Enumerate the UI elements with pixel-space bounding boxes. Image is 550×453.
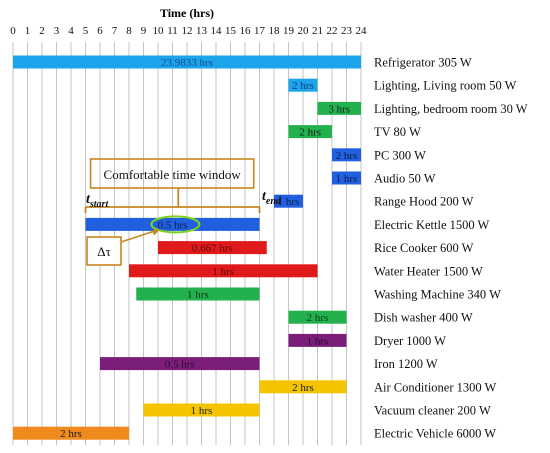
bar <box>288 125 332 139</box>
bar-label: 2 hrs <box>60 428 82 440</box>
x-tick-label: 17 <box>254 25 266 37</box>
bar-label: 1 hrs <box>336 173 358 185</box>
x-tick-label: 2 <box>39 25 45 37</box>
x-tick-label: 3 <box>54 25 60 37</box>
delta-tau-label: Δτ <box>97 244 111 259</box>
bar-label: 1 hrs <box>278 196 300 208</box>
device-label: Lighting, Living room 50 W <box>374 79 517 93</box>
bar <box>332 148 361 162</box>
device-label: Air Conditioner 1300 W <box>374 380 497 394</box>
device-label: Dish washer 400 W <box>374 311 473 325</box>
bar <box>136 287 260 301</box>
device-label: Iron 1200 W <box>374 357 438 371</box>
comfort-window-label: Comfortable time window <box>104 167 242 182</box>
x-tick-label: 11 <box>167 25 178 37</box>
x-tick-label: 4 <box>68 25 74 37</box>
bar <box>129 264 318 278</box>
x-tick-label: 14 <box>211 25 223 37</box>
device-label: Vacuum cleaner 200 W <box>374 404 491 418</box>
x-tick-label: 6 <box>97 25 103 37</box>
bar <box>332 171 361 185</box>
bar-label: 1 hrs <box>212 266 234 278</box>
duration-highlight <box>150 215 201 234</box>
x-tick-label: 8 <box>126 25 132 37</box>
bar <box>288 310 347 324</box>
t-end-label: tend <box>262 189 282 207</box>
bar <box>259 380 347 394</box>
x-tick-label: 20 <box>298 25 310 37</box>
x-tick-label: 23 <box>341 25 353 37</box>
bar <box>100 357 260 371</box>
bar-label: 2 hrs <box>292 80 314 92</box>
x-tick-label: 0 <box>10 25 16 37</box>
device-label: Audio 50 W <box>374 172 436 186</box>
bar-label: 2 hrs <box>292 382 314 394</box>
delta-tau-box <box>86 236 122 266</box>
bar <box>288 333 347 347</box>
bar <box>317 101 361 115</box>
bar-label: 2 hrs <box>299 127 321 139</box>
bar-label: 1 hrs <box>307 335 329 347</box>
bar-label: 1 hrs <box>191 405 213 417</box>
device-label: Water Heater 1500 W <box>374 264 483 278</box>
chart-title: Time (hrs) <box>160 6 214 20</box>
x-tick-label: 15 <box>225 25 237 37</box>
x-tick-label: 24 <box>356 25 368 37</box>
device-label: Electric Vehicle 6000 W <box>374 427 496 441</box>
bar-label: 2 hrs <box>336 150 358 162</box>
device-label: Dryer 1000 W <box>374 334 446 348</box>
device-label: Range Hood 200 W <box>374 195 474 209</box>
x-tick-label: 1 <box>25 25 31 37</box>
bar-label: 0.5 hrs <box>158 219 188 231</box>
x-tick-label: 7 <box>112 25 118 37</box>
bar <box>13 426 129 440</box>
device-label: Rice Cooker 600 W <box>374 241 474 255</box>
bar <box>143 403 260 417</box>
bar <box>13 55 361 69</box>
bar <box>158 241 267 255</box>
comfort-window-box <box>89 158 255 189</box>
x-tick-label: 10 <box>153 25 165 37</box>
device-label: Washing Machine 340 W <box>374 288 501 302</box>
x-tick-label: 18 <box>269 25 281 37</box>
bar-label: 1 hrs <box>187 289 209 301</box>
t-start-label: tstart <box>86 192 109 210</box>
x-tick-label: 16 <box>240 25 252 37</box>
x-tick-label: 21 <box>312 25 323 37</box>
device-label: TV 80 W <box>374 125 421 139</box>
x-tick-label: 19 <box>283 25 295 37</box>
bar-label: 0.667 hrs <box>192 243 233 255</box>
bar-label: 23.9833 hrs <box>161 57 213 69</box>
bar <box>288 78 318 92</box>
device-label: Lighting, bedroom room 30 W <box>374 102 528 116</box>
bar-label: 2 hrs <box>307 312 329 324</box>
bar <box>85 217 260 231</box>
bar <box>274 194 303 208</box>
bar-label: 0.5 hrs <box>165 359 195 371</box>
x-tick-label: 12 <box>182 25 193 37</box>
device-label: PC 300 W <box>374 148 426 162</box>
device-label: Electric Kettle 1500 W <box>374 218 490 232</box>
device-label: Refrigerator 305 W <box>374 56 472 70</box>
x-tick-label: 5 <box>83 25 89 37</box>
x-tick-label: 9 <box>141 25 147 37</box>
bar-label: 3 hrs <box>328 103 350 115</box>
x-tick-label: 13 <box>196 25 208 37</box>
delta-tau-arrowhead <box>151 229 160 236</box>
device-labels: Refrigerator 305 W Lighting, Living room … <box>374 56 528 441</box>
x-tick-label: 22 <box>327 25 338 37</box>
